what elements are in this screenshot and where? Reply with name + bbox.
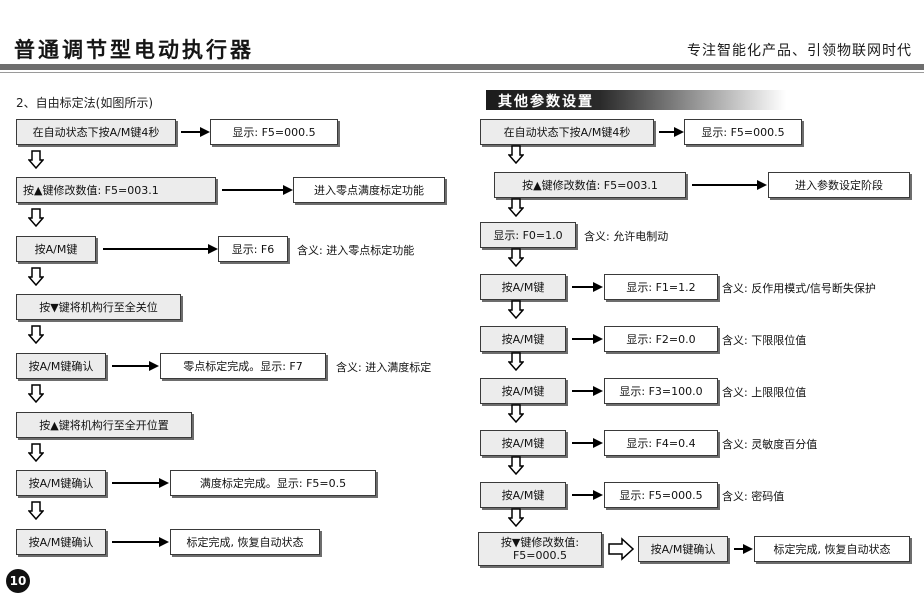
right-step-7-arrow xyxy=(572,438,603,448)
down-arrow-icon xyxy=(508,248,524,268)
page-number: 10 xyxy=(6,569,30,593)
left-step-7-key: 按A/M键确认 xyxy=(16,470,106,496)
right-final-key-line2: F5=000.5 xyxy=(512,549,568,562)
down-arrow-icon xyxy=(508,508,524,528)
left-section-title: 2、自由标定法(如图所示) xyxy=(16,96,153,110)
right-step-1-arrow xyxy=(659,127,684,137)
down-arrow-icon xyxy=(28,384,44,404)
down-arrow-icon xyxy=(28,150,44,170)
down-arrow-icon xyxy=(28,501,44,521)
down-arrow-icon xyxy=(508,145,524,165)
right-step-6-arrow xyxy=(572,386,603,396)
right-step-6-meaning: 含义: 上限限位值 xyxy=(722,386,807,399)
left-step-5-arrow xyxy=(112,361,159,371)
left-step-2-key: 按▲键修改数值: F5=003.1 xyxy=(16,177,216,203)
left-step-4-key: 按▼键将机构行至全关位 xyxy=(16,294,181,320)
left-step-2-arrow xyxy=(222,185,293,195)
right-step-8-result: 显示: F5=000.5 xyxy=(604,482,718,508)
right-final-arrow xyxy=(734,544,753,554)
right-step-7-result: 显示: F4=0.4 xyxy=(604,430,718,456)
right-step-6-key: 按A/M键 xyxy=(480,378,566,404)
left-step-8-arrow xyxy=(112,537,169,547)
right-section-banner: 其他参数设置 xyxy=(486,90,786,110)
right-step-8-meaning: 含义: 密码值 xyxy=(722,490,785,503)
left-step-8-result: 标定完成, 恢复自动状态 xyxy=(170,529,320,555)
right-step-7-key: 按A/M键 xyxy=(480,430,566,456)
right-final-confirm: 按A/M键确认 xyxy=(638,536,728,562)
left-step-8-key: 按A/M键确认 xyxy=(16,529,106,555)
right-step-8-key: 按A/M键 xyxy=(480,482,566,508)
left-step-5-key: 按A/M键确认 xyxy=(16,353,106,379)
right-step-5-result: 显示: F2=0.0 xyxy=(604,326,718,352)
header-rule-thin xyxy=(0,72,924,73)
header-rule-thick xyxy=(0,64,924,70)
down-arrow-icon xyxy=(28,267,44,287)
left-step-7-arrow xyxy=(112,478,169,488)
left-step-3-arrow xyxy=(103,244,218,254)
right-final-key-line1: 按▼键修改数值: xyxy=(500,536,580,549)
company-slogan: 专注智能化产品、引领物联网时代 xyxy=(687,43,912,59)
left-step-3-meaning: 含义: 进入零点标定功能 xyxy=(297,244,415,257)
down-arrow-icon xyxy=(28,443,44,463)
right-step-2-result: 进入参数设定阶段 xyxy=(768,172,910,198)
right-step-2-arrow xyxy=(692,180,767,190)
right-step-6-result: 显示: F3=100.0 xyxy=(604,378,718,404)
right-step-2-key: 按▲键修改数值: F5=003.1 xyxy=(494,172,686,198)
right-step-5-arrow xyxy=(572,334,603,344)
left-step-5-result: 零点标定完成。显示: F7 xyxy=(160,353,326,379)
right-step-4-meaning: 含义: 反作用模式/信号断失保护 xyxy=(722,282,876,295)
right-step-5-meaning: 含义: 下限限位值 xyxy=(722,334,807,347)
right-step-4-result: 显示: F1=1.2 xyxy=(604,274,718,300)
right-section-title: 其他参数设置 xyxy=(498,94,594,110)
right-final-key: 按▼键修改数值: F5=000.5 xyxy=(478,532,602,566)
down-arrow-icon xyxy=(508,404,524,424)
right-step-1-key: 在自动状态下按A/M键4秒 xyxy=(480,119,654,145)
right-final-result: 标定完成, 恢复自动状态 xyxy=(754,536,910,562)
left-step-2-result: 进入零点满度标定功能 xyxy=(293,177,445,203)
down-arrow-icon xyxy=(508,198,524,218)
right-step-4-key: 按A/M键 xyxy=(480,274,566,300)
down-arrow-icon xyxy=(508,456,524,476)
right-step-3-meaning: 含义: 允许电制动 xyxy=(584,230,669,243)
left-step-7-result: 满度标定完成。显示: F5=0.5 xyxy=(170,470,376,496)
right-step-4-arrow xyxy=(572,282,603,292)
document-title: 普通调节型电动执行器 xyxy=(14,38,254,62)
right-step-8-arrow xyxy=(572,490,603,500)
down-arrow-icon xyxy=(28,325,44,345)
left-step-1-key: 在自动状态下按A/M键4秒 xyxy=(16,119,176,145)
left-step-6-key: 按▲键将机构行至全开位置 xyxy=(16,412,192,438)
left-step-5-meaning: 含义: 进入满度标定 xyxy=(336,361,432,374)
right-arrow-icon xyxy=(608,537,634,561)
down-arrow-icon xyxy=(28,208,44,228)
right-step-7-meaning: 含义: 灵敏度百分值 xyxy=(722,438,818,451)
left-step-1-arrow xyxy=(181,127,210,137)
left-step-1-result: 显示: F5=000.5 xyxy=(210,119,338,145)
left-step-3-result: 显示: F6 xyxy=(218,236,288,262)
left-step-3-key: 按A/M键 xyxy=(16,236,96,262)
right-step-1-result: 显示: F5=000.5 xyxy=(684,119,802,145)
down-arrow-icon xyxy=(508,300,524,320)
right-step-3-key: 显示: F0=1.0 xyxy=(480,222,576,248)
right-step-5-key: 按A/M键 xyxy=(480,326,566,352)
down-arrow-icon xyxy=(508,352,524,372)
